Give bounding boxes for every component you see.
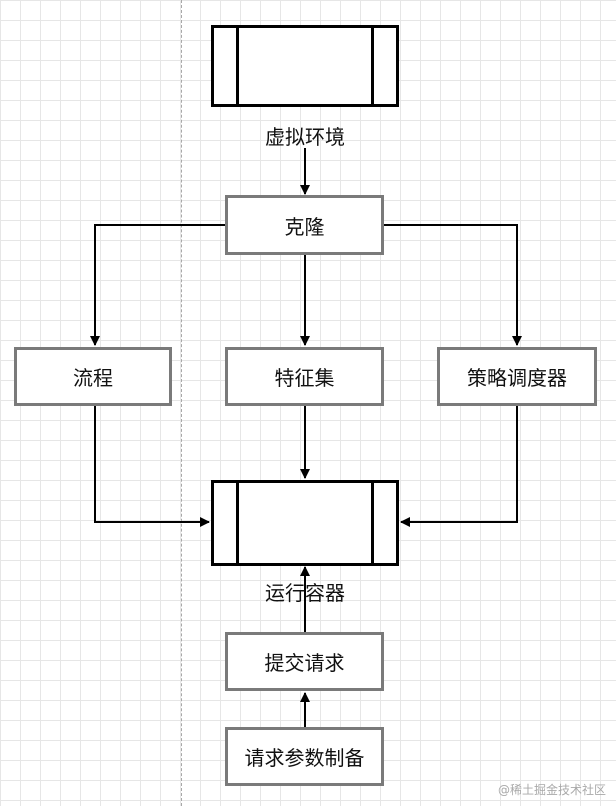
virtual-env-node bbox=[211, 25, 399, 107]
feature-set-node: 特征集 bbox=[225, 347, 384, 406]
submit-request-node: 提交请求 bbox=[225, 632, 384, 691]
arrow-clone-to-flow bbox=[90, 224, 225, 346]
prepare-params-node: 请求参数制备 bbox=[225, 727, 384, 786]
arrow-scheduler-to-container bbox=[400, 406, 518, 527]
clone-node: 克隆 bbox=[225, 195, 384, 255]
container-bar-left bbox=[236, 483, 239, 563]
container-bar-left bbox=[236, 28, 239, 104]
virtual-env-label: 虚拟环境 bbox=[265, 125, 345, 149]
runtime-container-label: 运行容器 bbox=[265, 581, 345, 605]
dashed-guide-line bbox=[181, 0, 182, 806]
container-bar-right bbox=[371, 483, 374, 563]
watermark: @稀土掘金技术社区 bbox=[497, 783, 606, 797]
arrow-clone-to-scheduler bbox=[384, 224, 522, 346]
scheduler-node: 策略调度器 bbox=[437, 347, 597, 406]
arrow-flow-to-container bbox=[94, 406, 210, 527]
runtime-container-node bbox=[211, 480, 399, 566]
flow-node: 流程 bbox=[14, 347, 172, 406]
container-bar-right bbox=[371, 28, 374, 104]
